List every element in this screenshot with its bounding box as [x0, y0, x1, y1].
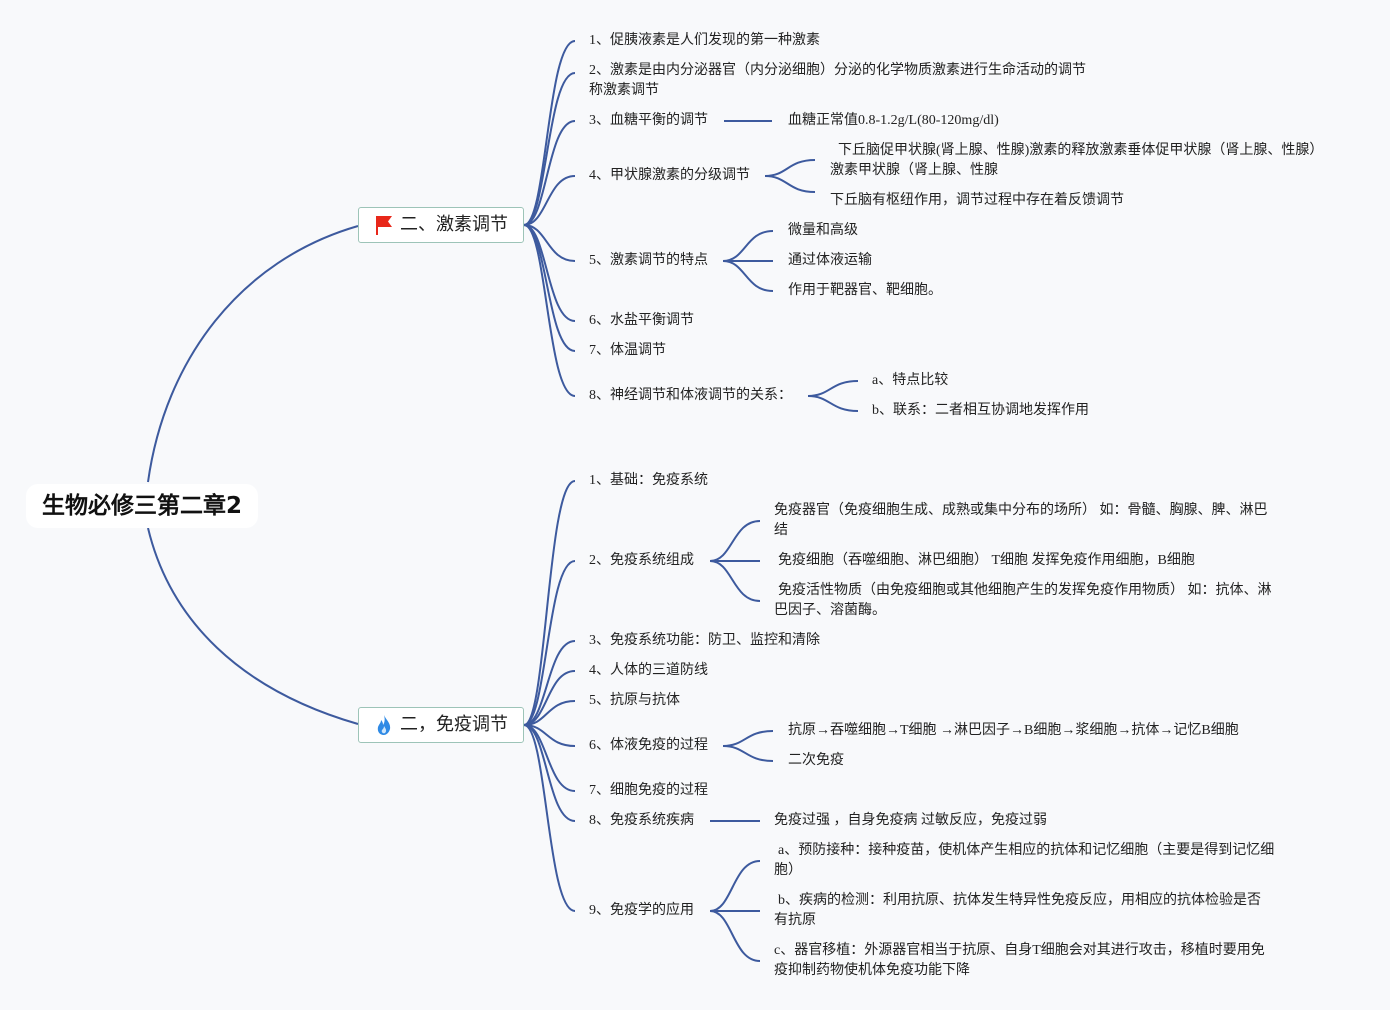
fire-icon: [377, 715, 391, 735]
subtopic-blood-sugar-normal[interactable]: 血糖正常值0.8-1.2g/L(80-120mg/dl): [788, 113, 999, 128]
topic-immune-3[interactable]: 3、免疫系统功能：防卫、监控和清除: [589, 633, 820, 648]
connector-immune-8: [523, 724, 576, 912]
branch-hormone-regulation[interactable]: 二、激素调节: [358, 207, 524, 243]
connector-immune-3: [523, 670, 576, 726]
connector-features-0: [722, 230, 774, 262]
connector-hormone-5: [523, 224, 576, 322]
topic-hormone-1[interactable]: 1、促胰液素是人们发现的第一种激素: [589, 33, 820, 48]
connector-hormone-2: [523, 120, 576, 226]
connector-applications-0: [709, 860, 761, 912]
subtopic-secondary-immunity[interactable]: 二次免疫: [788, 753, 844, 768]
branch-immune-regulation[interactable]: 二，免疫调节: [358, 707, 524, 743]
connector-immune-4: [523, 700, 576, 726]
topic-immune-8[interactable]: 8、免疫系统疾病: [589, 813, 694, 828]
subtopic-body-fluid-transport[interactable]: 通过体液运输: [788, 253, 872, 268]
connector-hormone-1: [523, 72, 576, 226]
branch-label: 二、激素调节: [400, 214, 508, 235]
topic-immune-7[interactable]: 7、细胞免疫的过程: [589, 783, 708, 798]
subtopic-trace-efficient[interactable]: 微量和高级: [788, 223, 858, 238]
subtopic-relationship[interactable]: b、联系：二者相互协调地发挥作用: [872, 403, 1089, 418]
topic-hormone-3[interactable]: 3、血糖平衡的调节: [589, 113, 708, 128]
flag-icon: [376, 216, 392, 235]
topic-hormone-4[interactable]: 4、甲状腺激素的分级调节: [589, 168, 750, 183]
subtopic-target-cells[interactable]: 作用于靶器官、靶细胞。: [788, 283, 942, 298]
topic-hormone-5[interactable]: 5、激素调节的特点: [589, 253, 708, 268]
connector-immune-composition-0: [709, 520, 761, 562]
subtopic-disease-detection[interactable]: b、疾病的检测：利用抗原、抗体发生特异性免疫反应，用相应的抗体检验是否有抗原: [774, 893, 1261, 928]
connector-root-branch2: [147, 527, 359, 725]
subtopic-humoral-chain[interactable]: 抗原→吞噬细胞→T细胞 →淋巴因子→B细胞→浆细胞→抗体→记忆B细胞: [788, 723, 1239, 738]
topic-hormone-6[interactable]: 6、水盐平衡调节: [589, 313, 694, 328]
subtopic-vaccination[interactable]: a、预防接种：接种疫苗，使机体产生相应的抗体和记忆细胞（主要是得到记忆细胞）: [774, 843, 1275, 878]
connector-immune-7: [523, 724, 576, 822]
connector-features-2: [722, 260, 774, 292]
connector-thyroid-1: [764, 175, 816, 193]
topic-immune-6[interactable]: 6、体液免疫的过程: [589, 738, 708, 753]
topic-immune-9[interactable]: 9、免疫学的应用: [589, 903, 694, 918]
connector-hormone-7: [523, 224, 576, 397]
topic-immune-4[interactable]: 4、人体的三道防线: [589, 663, 708, 678]
connector-humoral-1: [722, 745, 774, 762]
subtopic-immune-substances[interactable]: 免疫活性物质（由免疫细胞或其他细胞产生的发挥免疫作用物质） 如：抗体、淋巴因子、…: [774, 583, 1272, 618]
subtopic-immune-organs[interactable]: 免疫器官（免疫细胞生成、成熟或集中分布的场所） 如：骨髓、胸腺、脾、淋巴结: [774, 503, 1268, 538]
topic-hormone-2[interactable]: 2、激素是由内分泌器官（内分泌细胞）分泌的化学物质激素进行生命活动的调节称激素调…: [589, 63, 1086, 98]
connector-immune-1: [523, 560, 576, 726]
subtopic-feedback[interactable]: 下丘脑有枢纽作用，调节过程中存在着反馈调节: [830, 193, 1124, 208]
connector-humoral-0: [722, 730, 774, 747]
connector-immune-composition-2: [709, 560, 761, 602]
subtopic-comparison[interactable]: a、特点比较: [872, 373, 949, 388]
connector-immune-0: [523, 480, 576, 726]
connector-immune-2: [523, 640, 576, 726]
connector-thyroid-0: [764, 159, 816, 177]
connector-relationship-1: [807, 395, 859, 412]
topic-hormone-7[interactable]: 7、体温调节: [589, 343, 666, 358]
subtopic-immune-cells[interactable]: 免疫细胞（吞噬细胞、淋巴细胞） T细胞 发挥免疫作用细胞，B细胞: [778, 553, 1195, 568]
subtopic-thyroid-axis[interactable]: 下丘脑促甲状腺(肾上腺、性腺)激素的释放激素垂体促甲状腺（肾上腺、性腺）激素甲状…: [830, 143, 1317, 178]
connector-hormone-4: [523, 224, 576, 262]
connector-hormone-6: [523, 224, 576, 352]
subtopic-immune-disease[interactable]: 免疫过强 ，自身免疫病 过敏反应，免疫过弱: [774, 813, 1047, 828]
connector-root-branch1: [147, 225, 359, 483]
branch-label: 二，免疫调节: [400, 714, 508, 735]
topic-hormone-8[interactable]: 8、神经调节和体液调节的关系：: [589, 388, 792, 403]
subtopic-organ-transplant[interactable]: c、器官移植：外源器官相当于抗原、自身T细胞会对其进行攻击，移植时要用免疫抑制药…: [774, 943, 1265, 978]
connector-hormone-3: [523, 175, 576, 226]
topic-immune-1[interactable]: 1、基础：免疫系统: [589, 473, 708, 488]
root-topic[interactable]: 生物必修三第二章2: [26, 484, 258, 528]
topic-immune-5[interactable]: 5、抗原与抗体: [589, 693, 680, 708]
connector-relationship-0: [807, 380, 859, 397]
connector-applications-2: [709, 910, 761, 962]
topic-immune-2[interactable]: 2、免疫系统组成: [589, 553, 694, 568]
